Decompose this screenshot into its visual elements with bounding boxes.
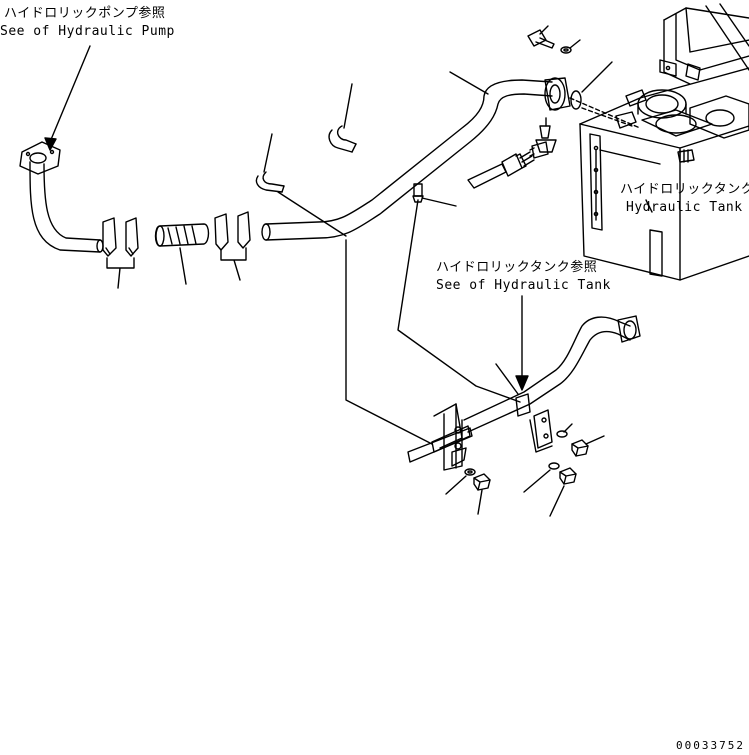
drain-valve-pipe — [467, 151, 535, 189]
lower-nut-right-b-leader — [549, 485, 565, 517]
flange-washer — [560, 46, 572, 54]
tank-ref-arrow — [515, 375, 529, 391]
pump-flange — [19, 141, 61, 175]
bolt-leader — [539, 25, 549, 35]
lower-washer-right-a — [556, 430, 568, 438]
o-ring — [570, 90, 582, 110]
tank-ref-callout-en: See of Hydraulic Tank — [436, 278, 611, 293]
lower-nut-right-a-leader — [585, 435, 605, 445]
drain-elbow — [529, 141, 549, 159]
pipe-elbow-fitting — [412, 183, 424, 203]
lower-clamp-leader — [495, 363, 519, 395]
lower-nut-right-b — [559, 467, 577, 485]
pump-leader-arrow — [44, 137, 57, 151]
return-pipe-flange — [617, 315, 641, 343]
tank-ref-callout-ja: ハイドロリックタンク参照 — [436, 260, 598, 275]
lower-washer-right-a-leader — [563, 423, 573, 433]
drawing-number: 00033752 — [676, 739, 745, 752]
tank-connector-flange — [544, 77, 571, 111]
hydraulic-tank — [579, 3, 749, 281]
lower-washer-right-b-leader — [523, 469, 551, 493]
mounting-bracket-right — [529, 409, 553, 453]
o-ring-leader — [581, 61, 613, 93]
tank-label-en: Hydraulic Tank — [626, 200, 743, 215]
lower-nut-left — [473, 473, 491, 491]
u-clip-lower-leader — [263, 133, 273, 173]
pump-callout-ja: ハイドロリックポンプ参照 — [4, 6, 166, 21]
assembly-guide-line-center — [397, 199, 521, 403]
lower-pipe-clamp — [515, 393, 531, 417]
hose-clamp-left-a — [102, 217, 117, 257]
tank-label-leader — [645, 199, 653, 213]
hose-leader — [179, 247, 187, 285]
u-clip-lower — [255, 171, 285, 193]
hose-clamp-right-a — [214, 213, 229, 251]
u-clip-lower-guide — [277, 191, 347, 237]
clamp-bracket-left — [106, 257, 135, 289]
mounting-bracket-left — [407, 403, 473, 471]
hose-clamp-right-b — [237, 211, 251, 249]
main-pipe-leader — [449, 71, 489, 95]
lower-washer-left — [464, 468, 476, 476]
flange-bolt — [527, 29, 555, 49]
clamp-bracket-right — [220, 247, 247, 281]
lower-nut-right-a — [571, 439, 589, 457]
pump-callout-en: See of Hydraulic Pump — [0, 24, 175, 39]
main-suction-pipe — [261, 79, 553, 241]
lower-nut-left-leader — [477, 489, 483, 515]
pump-suction-pipe — [29, 161, 104, 253]
breather-fitting — [535, 117, 557, 153]
rubber-hose — [154, 223, 210, 247]
washer-leader — [569, 39, 581, 49]
elbow-leader — [421, 197, 457, 207]
assembly-dashed-line-2 — [581, 107, 633, 127]
assembly-guide-line-left — [345, 239, 433, 445]
hose-clamp-left-b — [125, 217, 139, 257]
u-clip-upper — [328, 125, 357, 153]
pump-leader-line — [49, 45, 91, 143]
tank-label-ja: ハイドロリックタンク — [620, 182, 749, 197]
lower-washer-left-leader — [445, 475, 467, 495]
u-clip-upper-leader — [343, 83, 353, 129]
lower-washer-right-b — [548, 462, 560, 470]
